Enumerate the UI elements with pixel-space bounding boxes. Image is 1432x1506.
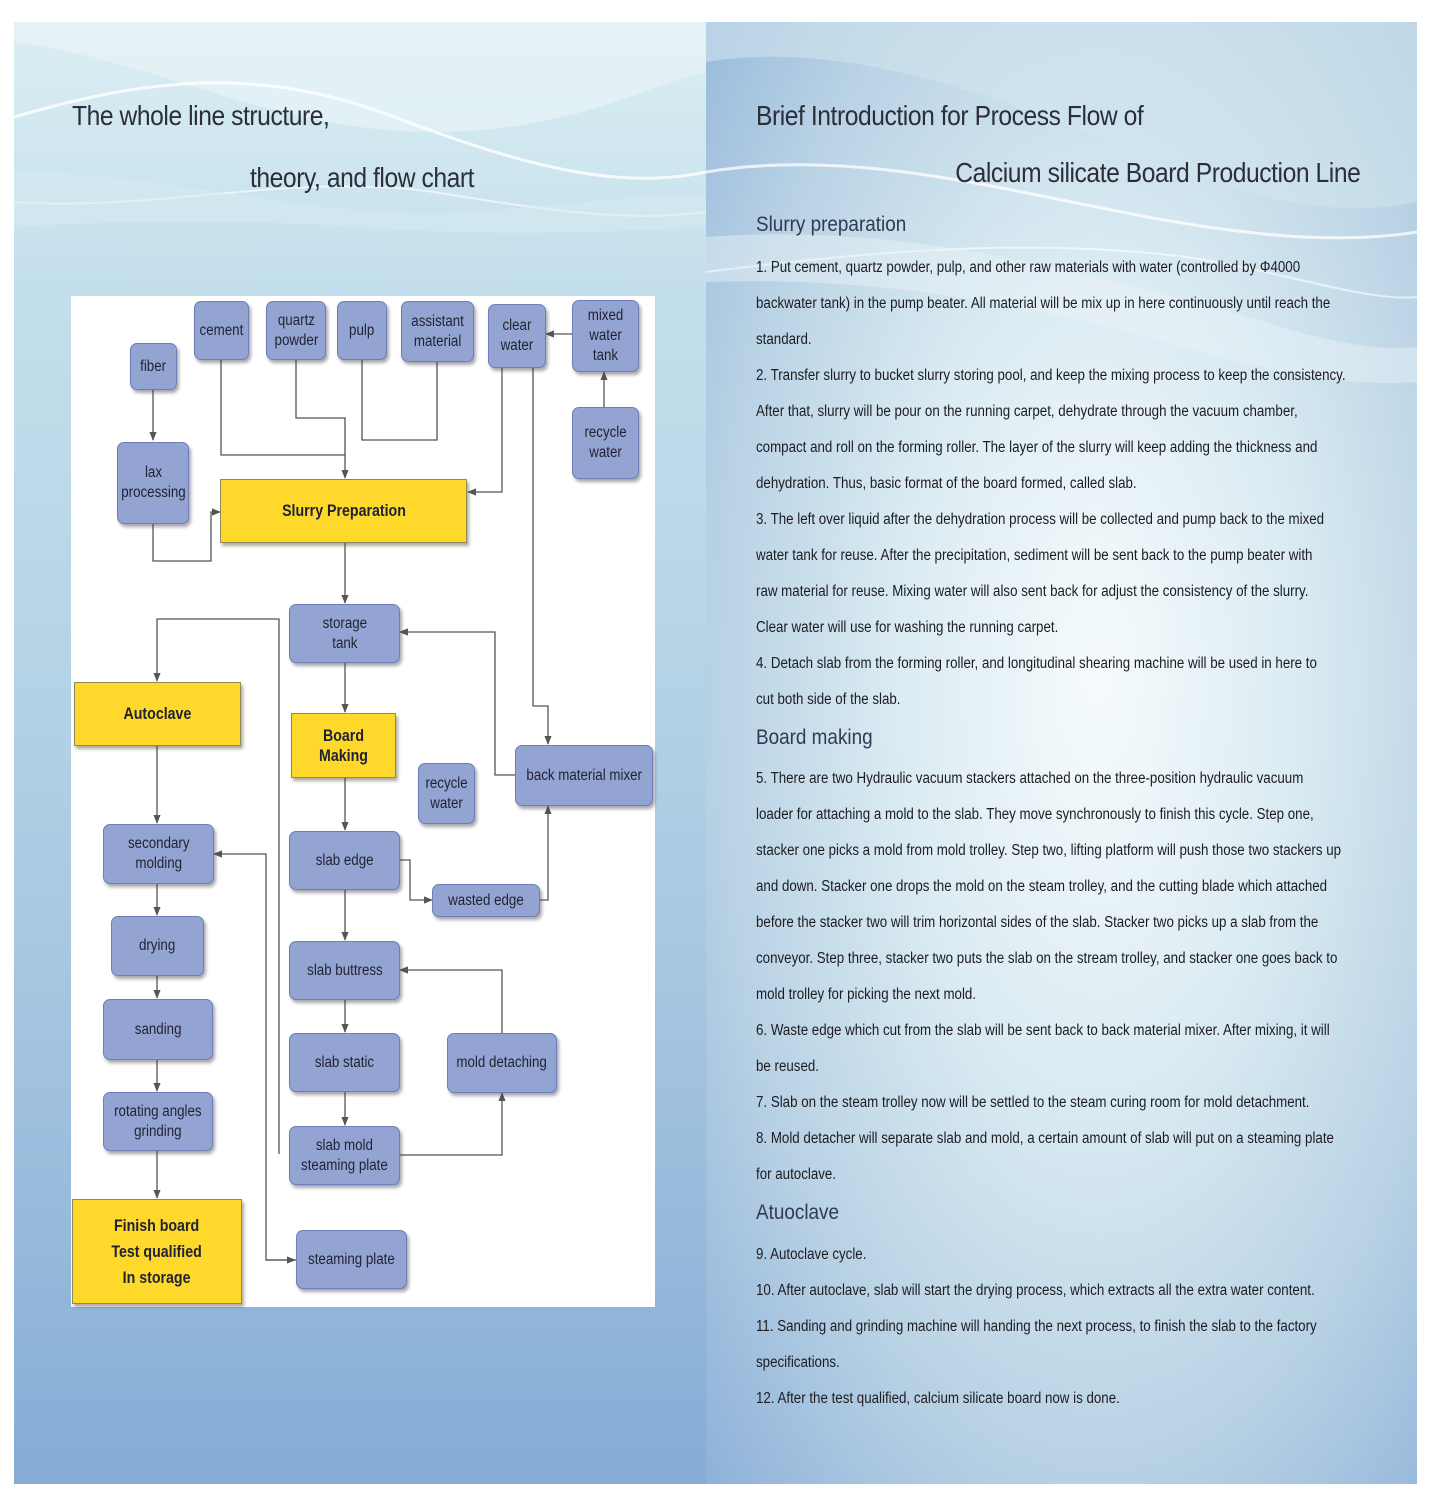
node-mold-detaching: mold detaching	[447, 1033, 557, 1093]
node-slab-edge: slab edge	[289, 831, 400, 890]
text-line: After that, slurry will be pour on the r…	[756, 403, 1298, 420]
node-clear-water: clear water	[488, 304, 546, 368]
node-steaming-plate: steaming plate	[296, 1230, 407, 1289]
section-body-board-making: 5. There are two Hydraulic vacuum stacke…	[756, 761, 1342, 1193]
node-assistant-material: assistant material	[401, 301, 474, 362]
node-recycle-water-top: recycle water	[572, 407, 639, 479]
edge-slabedge-wasted	[400, 859, 433, 904]
text-line: cut both side of the slab.	[756, 691, 901, 708]
edge-wasted-backmixer	[540, 805, 552, 901]
text-line: 5. There are two Hydraulic vacuum stacke…	[756, 770, 1304, 787]
edge-quartz-slurry	[295, 358, 346, 455]
right-title-line1: Brief Introduction for Process Flow of	[756, 100, 1144, 131]
node-pulp: pulp	[337, 301, 387, 360]
left-title-line1: The whole line structure,	[72, 100, 330, 131]
right-title-line2: Calcium silicate Board Production Line	[954, 157, 1361, 188]
text-line: 2. Transfer slurry to bucket slurry stor…	[756, 367, 1346, 384]
node-sanding: sanding	[103, 999, 213, 1060]
edge-slabmold-molddetach	[400, 1092, 506, 1156]
node-back-material-mixer: back material mixer	[515, 745, 653, 806]
text-line: 3. The left over liquid after the dehydr…	[756, 511, 1325, 528]
edge-slabmold-autoclave	[153, 618, 280, 1154]
section-heading-board-making: Board making	[756, 726, 873, 749]
section-body-autoclave: 9. Autoclave cycle. 10. After autoclave,…	[756, 1237, 1332, 1417]
text-line: 12. After the test qualified, calcium si…	[756, 1390, 1120, 1407]
text-line: 7. Slab on the steam trolley now will be…	[756, 1094, 1310, 1111]
node-mixed-water-tank: mixed water tank	[572, 300, 639, 372]
text-line: compact and roll on the forming roller. …	[756, 439, 1318, 456]
section-body-slurry: 1. Put cement, quartz powder, pulp, and …	[756, 250, 1346, 718]
text-line: standard.	[756, 331, 812, 348]
text-line: 4. Detach slab from the forming roller, …	[756, 655, 1317, 672]
text-line: for autoclave.	[756, 1166, 837, 1183]
edge-cement-slurry	[220, 360, 349, 479]
node-finish-board: Finish board Test qualified In storage	[72, 1199, 242, 1304]
node-slab-mold-steaming-plate: slab mold steaming plate	[289, 1126, 400, 1185]
text-line: 9. Autoclave cycle.	[756, 1246, 867, 1263]
edge-lax-slurry	[152, 508, 221, 562]
text-line: loader for attaching a mold to the slab.…	[756, 806, 1314, 823]
text-line: before the stacker two will trim horizon…	[756, 914, 1319, 931]
node-cement: cement	[194, 301, 249, 360]
node-slab-static: slab static	[289, 1033, 400, 1092]
node-secondary-molding: secondary molding	[103, 824, 214, 884]
node-rotating-angles-grinding: rotating angles grinding	[103, 1092, 213, 1151]
text-line: specifications.	[756, 1354, 840, 1371]
text-line: 8. Mold detacher will separate slab and …	[756, 1130, 1334, 1147]
node-storage-tank: storage tank	[289, 604, 400, 663]
text-line: 1. Put cement, quartz powder, pulp, and …	[756, 259, 1301, 276]
text-line: mold trolley for picking the next mold.	[756, 986, 977, 1003]
node-wasted-edge: wasted edge	[432, 884, 540, 917]
edge-clearwater-slurry	[467, 368, 503, 496]
edge-pulp-assistant-slurry	[361, 360, 438, 441]
node-autoclave: Autoclave	[74, 682, 241, 746]
node-drying: drying	[111, 916, 204, 976]
section-heading-autoclave: Atuoclave	[756, 1201, 840, 1224]
node-slurry-preparation: Slurry Preparation	[220, 479, 467, 543]
edge-clearwater-backmixer	[532, 368, 552, 745]
node-lax-processing: lax processing	[117, 442, 189, 524]
text-line: and down. Stacker one drops the mold on …	[756, 878, 1328, 895]
text-line: stacker one picks a mold from mold troll…	[756, 842, 1342, 859]
text-line: 10. After autoclave, slab will start the…	[756, 1282, 1315, 1299]
edge-molddetach-buttress	[399, 966, 503, 1033]
text-line: conveyor. Step three, stacker two puts t…	[756, 950, 1338, 967]
edge-backmixer-storage	[399, 628, 515, 776]
section-heading-slurry: Slurry preparation	[756, 213, 907, 236]
text-line: Clear water will use for washing the run…	[756, 619, 1059, 636]
node-board-making: Board Making	[291, 713, 396, 778]
text-line: backwater tank) in the pump beater. All …	[756, 295, 1331, 312]
text-line: water tank for reuse. After the precipit…	[756, 547, 1313, 564]
node-quartz-powder: quartz powder	[266, 301, 326, 360]
text-line: dehydration. Thus, basic format of the b…	[756, 475, 1137, 492]
left-title-line2: theory, and flow chart	[250, 162, 475, 193]
text-line: 6. Waste edge which cut from the slab wi…	[756, 1022, 1330, 1039]
node-recycle-water-mid: recycle water	[418, 763, 475, 824]
node-fiber: fiber	[130, 343, 177, 390]
text-line: be reused.	[756, 1058, 819, 1075]
text-line: raw material for reuse. Mixing water wil…	[756, 583, 1309, 600]
node-slab-buttress: slab buttress	[289, 941, 400, 1000]
text-line: 11. Sanding and grinding machine will ha…	[756, 1318, 1317, 1335]
